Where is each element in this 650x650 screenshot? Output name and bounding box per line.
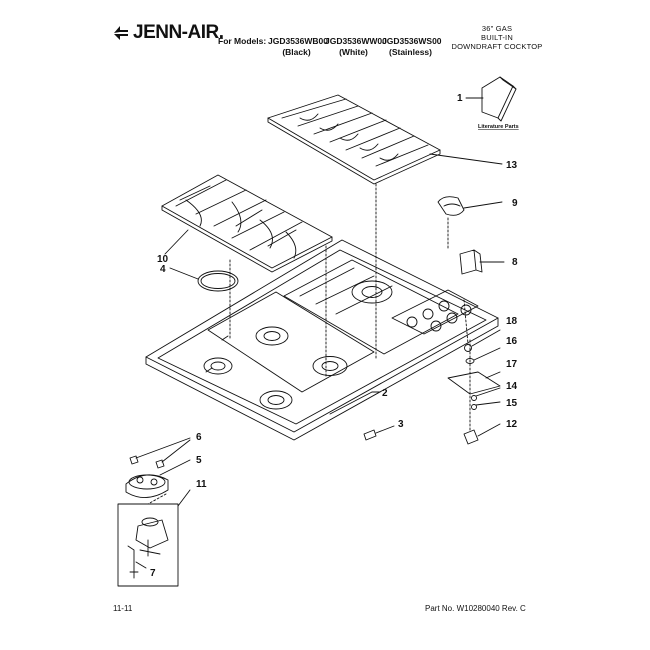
cooktop-main-body xyxy=(145,239,499,441)
top-grate-assembly xyxy=(267,94,503,185)
callout-16: 16 xyxy=(506,336,518,347)
footer-date: 11-11 xyxy=(113,604,133,613)
literature-parts-booklet xyxy=(465,76,517,122)
jenn-air-logo-mark-icon xyxy=(114,26,128,40)
control-knob xyxy=(437,196,503,251)
model-number-black: JGD3536WB00 xyxy=(268,36,329,46)
callout-7: 7 xyxy=(150,568,156,579)
model-number-stainless: JGD3536WS00 xyxy=(382,36,442,46)
burner-gasket-ring xyxy=(169,267,239,292)
alignment-lines xyxy=(229,183,377,379)
literature-parts-label: Literature Parts xyxy=(478,124,519,130)
callout-12: 12 xyxy=(506,419,518,430)
callout-18: 18 xyxy=(506,316,518,327)
callout-17: 17 xyxy=(506,359,518,370)
title-line-1: 36" GAS xyxy=(481,24,513,33)
model-color-black: (Black) xyxy=(282,47,311,57)
footer-part-number: Part No. W10280040 Rev. C xyxy=(425,604,526,613)
brand-name: JENN-AIR. xyxy=(133,22,224,43)
burner-base xyxy=(125,437,191,498)
left-grate-assembly xyxy=(161,174,333,273)
model-number-white: JGD3536WW00 xyxy=(325,36,387,46)
product-title: 36" GAS BUILT-IN DOWNDRAFT COCKTOP xyxy=(442,24,552,51)
callout-9: 9 xyxy=(512,198,518,209)
title-line-2: BUILT-IN xyxy=(481,33,513,42)
mounting-screw xyxy=(363,425,395,441)
callout-10: 10 xyxy=(157,254,169,265)
switch-component xyxy=(459,249,505,275)
models-label: For Models: xyxy=(218,36,267,46)
model-list: For Models: JGD3536WB00 JGD3536WW00 JGD3… xyxy=(218,36,442,58)
callout-11: 11 xyxy=(196,479,207,490)
model-color-stainless: (Stainless) xyxy=(389,47,432,57)
valve-assembly-parts xyxy=(447,299,501,445)
callout-13: 13 xyxy=(506,160,518,171)
callout-6: 6 xyxy=(196,432,202,443)
callout-3: 3 xyxy=(398,419,404,430)
callout-14: 14 xyxy=(506,381,518,392)
callout-1: 1 xyxy=(457,93,463,104)
callout-labels: 1 Literature Parts 13 9 10 4 8 18 16 17 … xyxy=(150,93,519,579)
callout-8: 8 xyxy=(512,257,518,268)
igniter-assembly-box xyxy=(117,489,191,587)
title-line-3: DOWNDRAFT COCKTOP xyxy=(451,42,543,51)
brand-logo: JENN-AIR. xyxy=(112,22,224,44)
callout-5: 5 xyxy=(196,455,202,466)
callout-4: 4 xyxy=(160,264,166,275)
callout-15: 15 xyxy=(506,398,518,409)
callout-2: 2 xyxy=(382,388,388,399)
model-color-white: (White) xyxy=(339,47,368,57)
